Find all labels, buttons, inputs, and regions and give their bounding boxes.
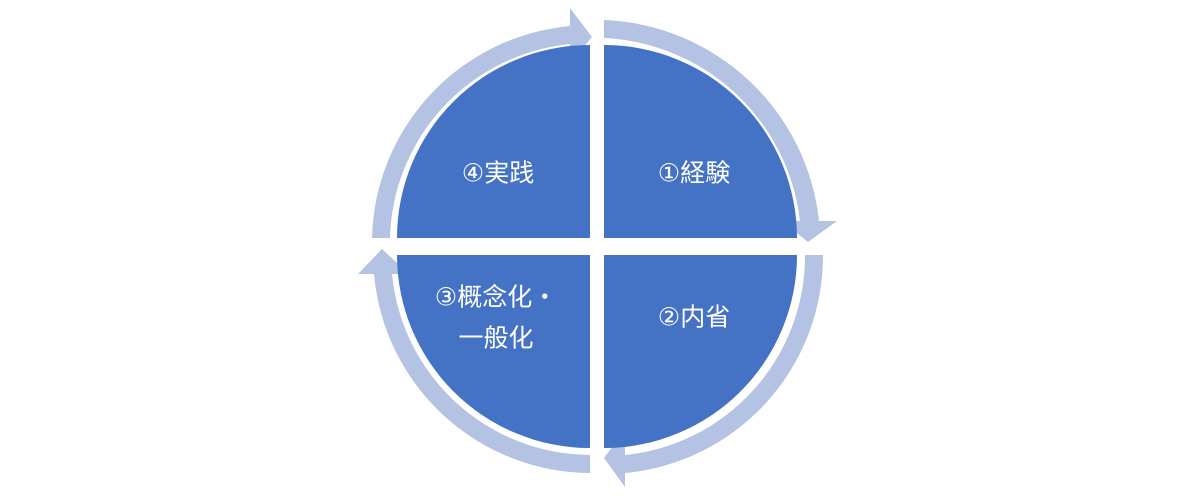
arrow-reflection-to-conceptualization [604, 255, 824, 487]
quadrant-conceptualization [397, 255, 590, 448]
cycle-quadrants [397, 45, 797, 448]
cycle-arrows [358, 8, 837, 487]
quadrant-experience [604, 45, 797, 238]
quadrant-reflection [604, 255, 797, 448]
label-reflection: ②内省 [658, 303, 730, 332]
label-conceptualization-line1: ③概念化・ [435, 283, 557, 312]
arrow-conceptualization-to-practice [358, 249, 590, 473]
label-practice: ④実践 [462, 159, 534, 188]
quadrant-practice [397, 45, 590, 238]
label-conceptualization-line2: 一般化 [458, 324, 533, 353]
arrow-experience-to-reflection [604, 20, 837, 242]
arrow-practice-to-experience [372, 8, 592, 238]
label-experience: ①経験 [658, 159, 730, 188]
